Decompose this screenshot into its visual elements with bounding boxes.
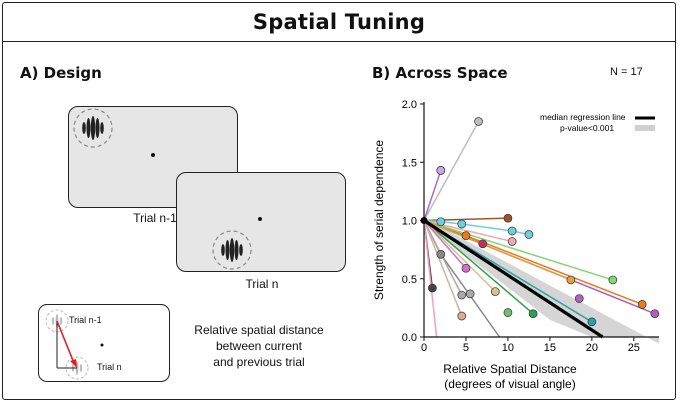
trial-curr-stimulus: [211, 216, 262, 270]
data-point-16-2: [465, 289, 475, 299]
data-point-7-1: [650, 309, 660, 319]
x-tick-label-5: 25: [628, 342, 640, 354]
data-point-1-1: [503, 213, 513, 223]
x-axis-label: Relative Spatial Distance: [443, 362, 577, 376]
distance-description: Relative spatial distance between curren…: [194, 323, 324, 369]
x-tick-label-3: 15: [544, 342, 556, 354]
x-tick-label-0: 0: [421, 342, 427, 354]
data-point-10-1: [528, 309, 538, 319]
data-point-0-1: [474, 117, 483, 126]
data-point-4-1: [478, 239, 488, 249]
data-point-5-1: [461, 231, 471, 240]
x-tick-label-1: 5: [463, 342, 469, 354]
data-point-11-1: [490, 287, 500, 296]
data-point-2-3: [507, 226, 517, 236]
y-tick-label-2: 1.0: [402, 216, 417, 228]
panel-a-title: A) Design: [20, 64, 102, 82]
data-point-12-1: [461, 263, 471, 273]
figure-frame: [2, 2, 676, 400]
x-tick-label-2: 10: [502, 342, 514, 354]
inset-diagram: [45, 309, 103, 379]
y-tick-label-3: 1.5: [402, 157, 417, 169]
figure-header: Spatial Tuning: [2, 2, 676, 42]
confidence-band: [424, 218, 659, 344]
data-point-9-1: [587, 317, 597, 327]
data-point-18-1: [457, 311, 467, 321]
y-tick-label-1: 0.5: [402, 274, 417, 286]
trial-curr-screen: [176, 172, 346, 272]
series-line-11: [423, 219, 496, 293]
series-line-15: [423, 170, 442, 221]
series-line-6: [423, 219, 614, 281]
data-point-6-1: [608, 275, 618, 285]
series-line-12: [423, 220, 467, 269]
y-tick-label-4: 2.0: [402, 99, 417, 111]
inset-box: Trial n-1 Trial n: [38, 304, 170, 382]
legend-line2: p-value<0.001: [560, 123, 614, 133]
extra-point-1: [574, 294, 584, 303]
trial-prev-label: Trial n-1: [133, 211, 177, 225]
extra-point-2: [503, 308, 513, 317]
chart-legend: median regression line p-value<0.001: [540, 112, 655, 133]
x-tick-label-4: 20: [586, 342, 598, 354]
series-line-18: [423, 220, 463, 317]
series-line-17: [423, 220, 438, 338]
panel-b-title: B) Across Space: [372, 64, 508, 82]
y-axis-label: Strength of serial dependence: [372, 140, 386, 300]
trial-curr-label: Trial n: [245, 277, 279, 291]
inset-curr-label: Trial n: [97, 362, 122, 372]
data-point-13-1: [436, 249, 446, 259]
series-line-5: [465, 234, 643, 306]
series-line-8: [423, 219, 572, 281]
series-line-10: [423, 219, 534, 315]
data-point-8-1: [566, 275, 576, 285]
n-label: N = 17: [610, 66, 643, 78]
legend-line1: median regression line: [540, 112, 626, 122]
series-line-1: [423, 217, 508, 222]
series-line-2: [461, 223, 513, 232]
legend-band-swatch: [635, 125, 655, 131]
data-point-16-1: [457, 290, 467, 300]
extra-point-0: [436, 166, 446, 175]
series-line-0: [423, 121, 480, 221]
data-point-2-4: [524, 230, 534, 239]
data-point-5-2: [637, 300, 647, 309]
y-tick-label-0: 0.0: [402, 332, 417, 344]
data-point-14-1: [428, 283, 437, 293]
x-axis-label-units: (degrees of visual angle): [444, 377, 575, 391]
trial-prev-stimulus: [72, 107, 155, 157]
inset-prev-label: Trial n-1: [69, 315, 102, 325]
data-point-2-1: [436, 217, 446, 227]
data-point-2-2: [457, 219, 467, 229]
median-regression-line: [423, 219, 604, 339]
data-point-3-1: [507, 237, 517, 246]
figure-title: Spatial Tuning: [252, 9, 426, 34]
